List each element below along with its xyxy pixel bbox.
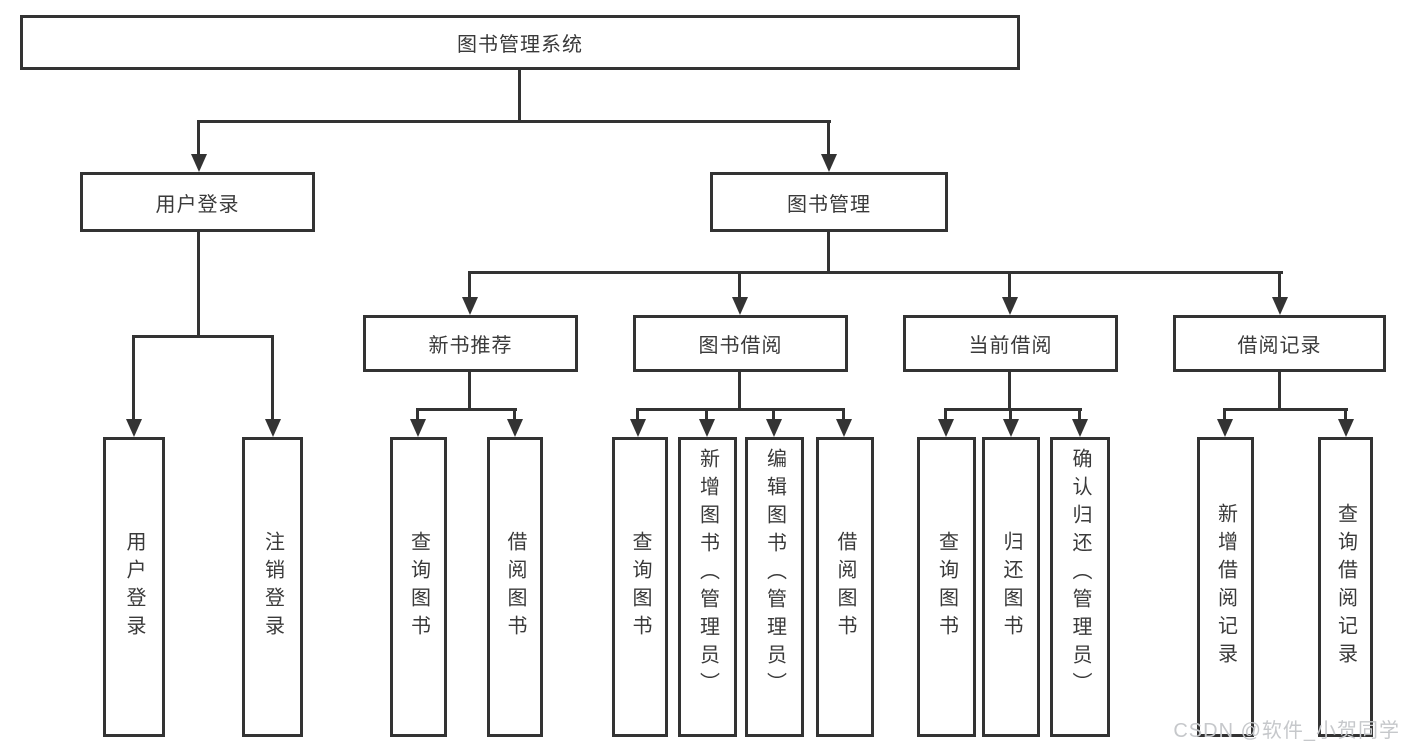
- connector-user-login-stem: [197, 232, 200, 338]
- node-new-book-recommend: 新书推荐: [363, 315, 578, 372]
- connector-drop: [1009, 411, 1012, 419]
- arrow-down-icon: [1338, 419, 1354, 437]
- leaf-edit-book-admin: 编辑图书（管理员）: [745, 437, 804, 737]
- connector-rail: [1223, 408, 1348, 411]
- arrow-down-icon: [462, 297, 478, 315]
- arrow-down-icon: [126, 419, 142, 437]
- arrow-down-icon: [265, 419, 281, 437]
- connector-drop: [705, 411, 708, 419]
- arrow-down-icon: [732, 297, 748, 315]
- node-current-borrow: 当前借阅: [903, 315, 1118, 372]
- leaf-add-book-admin: 新增图书（管理员）: [678, 437, 737, 737]
- arrow-down-icon: [938, 419, 954, 437]
- leaf-confirm-return-admin: 确认归还（管理员）: [1050, 437, 1110, 737]
- connector-drop: [416, 411, 419, 419]
- leaf-borrow-book-recommend: 借阅图书: [487, 437, 543, 737]
- arrow-down-icon: [1072, 419, 1088, 437]
- connector-drop: [513, 411, 516, 419]
- connector-stem: [738, 372, 741, 408]
- connector-drop: [132, 338, 135, 419]
- leaf-return-book: 归还图书: [982, 437, 1040, 737]
- connector-drop: [1078, 411, 1081, 419]
- connector-drop: [1344, 411, 1347, 419]
- connector-drop: [468, 274, 471, 297]
- arrow-down-icon: [630, 419, 646, 437]
- connector-stem: [468, 372, 471, 408]
- connector-book-mgmt-stem: [827, 232, 830, 271]
- arrow-down-icon: [1272, 297, 1288, 315]
- connector-drop: [1278, 274, 1281, 297]
- arrow-down-icon: [699, 419, 715, 437]
- connector-drop: [738, 274, 741, 297]
- leaf-query-borrow-record: 查询借阅记录: [1318, 437, 1373, 737]
- connector-rail: [416, 408, 517, 411]
- leaf-add-borrow-record: 新增借阅记录: [1197, 437, 1254, 737]
- connector-drop: [772, 411, 775, 419]
- watermark: CSDN @软件_小贺同学: [1173, 720, 1400, 742]
- connector-drop: [636, 411, 639, 419]
- arrow-down-icon: [836, 419, 852, 437]
- arrow-down-icon: [507, 419, 523, 437]
- connector-book-mgmt-rail: [468, 271, 1283, 274]
- arrow-down-icon: [191, 154, 207, 172]
- leaf-user-login: 用户登录: [103, 437, 165, 737]
- arrow-down-icon: [410, 419, 426, 437]
- arrow-down-icon: [1002, 297, 1018, 315]
- connector-user-login-rail: [132, 335, 274, 338]
- node-book-management: 图书管理: [710, 172, 948, 232]
- node-borrow-record: 借阅记录: [1173, 315, 1386, 372]
- connector-drop: [1008, 274, 1011, 297]
- connector-drop-user-login: [197, 123, 200, 154]
- leaf-query-book-recommend: 查询图书: [390, 437, 447, 737]
- arrow-down-icon: [1217, 419, 1233, 437]
- connector-stem: [1278, 372, 1281, 408]
- arrow-down-icon: [766, 419, 782, 437]
- leaf-query-book-borrow: 查询图书: [612, 437, 668, 737]
- leaf-query-book-current: 查询图书: [917, 437, 976, 737]
- connector-drop: [944, 411, 947, 419]
- node-book-borrow: 图书借阅: [633, 315, 848, 372]
- connector-root-stem: [518, 70, 521, 123]
- connector-rail: [636, 408, 845, 411]
- arrow-down-icon: [821, 154, 837, 172]
- connector-drop-book-management: [827, 123, 830, 154]
- leaf-logout: 注销登录: [242, 437, 303, 737]
- node-root: 图书管理系统: [20, 15, 1020, 70]
- connector-root-rail: [197, 120, 831, 123]
- connector-rail: [944, 408, 1082, 411]
- node-user-login: 用户登录: [80, 172, 315, 232]
- leaf-borrow-book: 借阅图书: [816, 437, 874, 737]
- connector-drop: [842, 411, 845, 419]
- arrow-down-icon: [1003, 419, 1019, 437]
- connector-drop: [271, 338, 274, 419]
- connector-drop: [1223, 411, 1226, 419]
- connector-stem: [1008, 372, 1011, 408]
